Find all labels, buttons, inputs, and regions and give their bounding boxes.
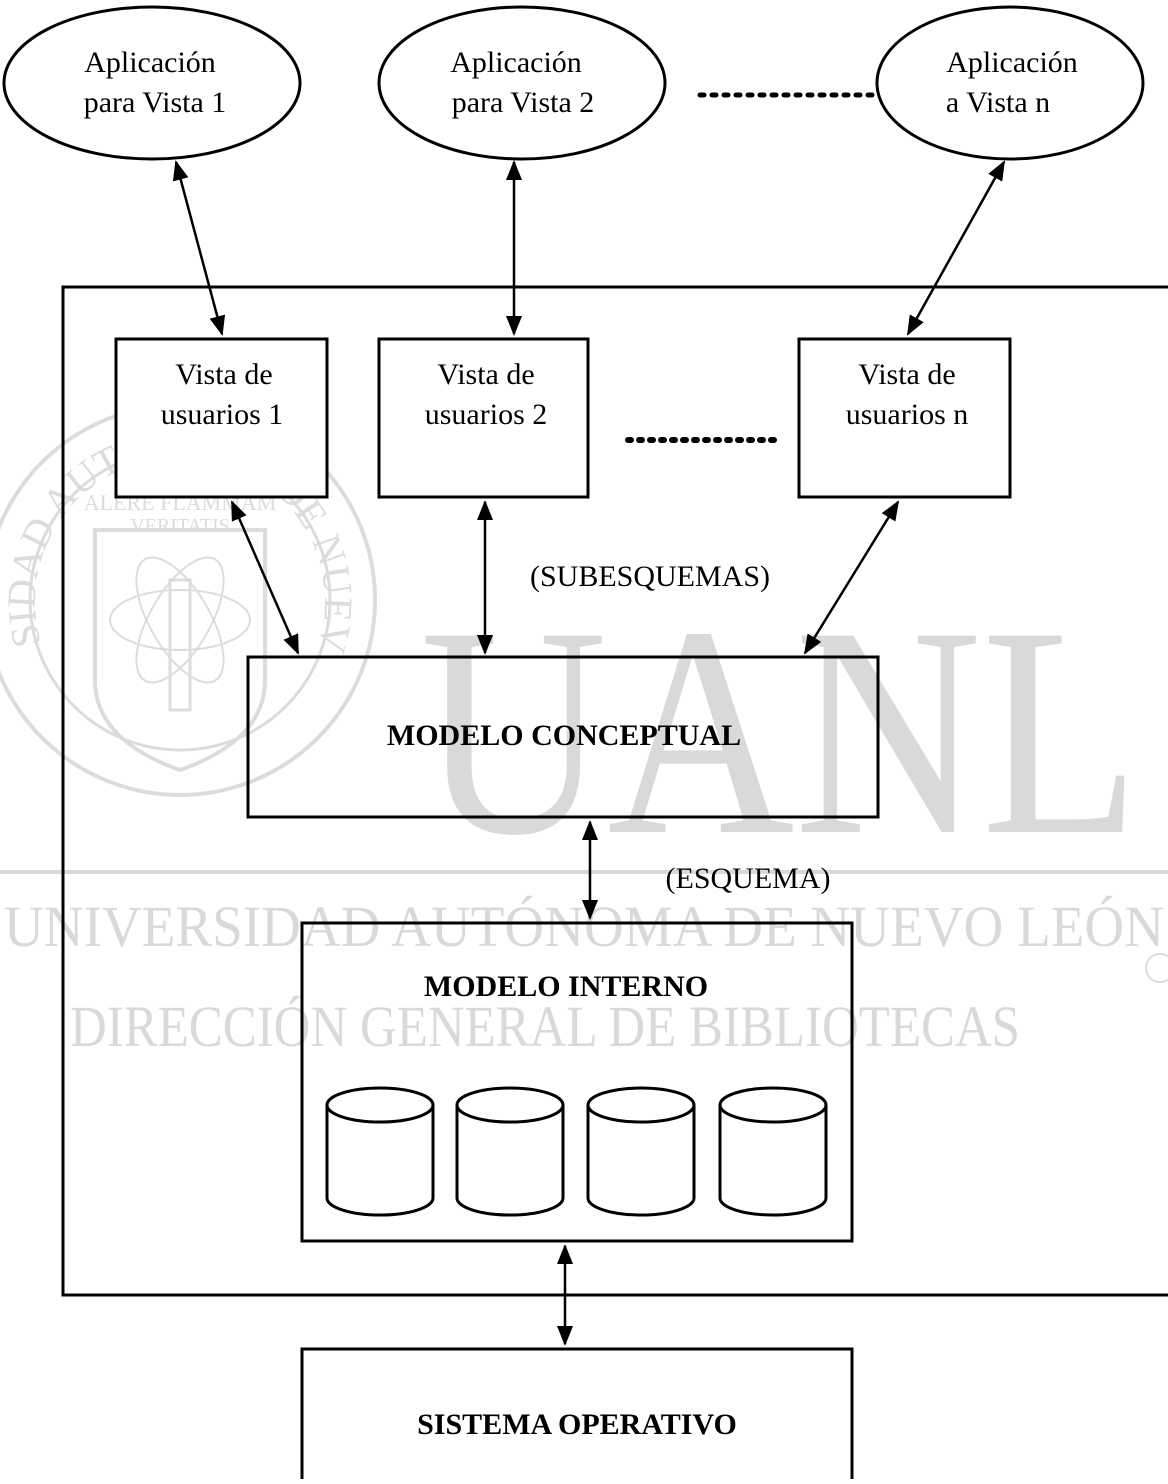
- arrow-view1-conceptual: [230, 500, 300, 655]
- arrow-viewn-conceptual: [803, 500, 900, 655]
- conceptual-model-box: MODELO CONCEPTUAL: [246, 655, 880, 819]
- registered-mark-icon: [1145, 953, 1168, 983]
- user-view-n-line2: usuarios n: [846, 398, 969, 431]
- seal-motto-2: VERITATIS: [130, 515, 230, 537]
- application-2-line2: para Vista 2: [452, 86, 595, 119]
- application-1-line2: para Vista 1: [84, 86, 227, 119]
- watermark-line-1: UNIVERSIDAD AUTÓNOMA DE NUEVO LEÓN: [4, 894, 1164, 959]
- application-1-line1: Aplicación: [84, 46, 216, 79]
- arrow-app1-view1: [172, 160, 226, 336]
- user-view-2-line1: Vista de: [437, 358, 534, 391]
- watermark-line-2: DIRECCIÓN GENERAL DE BIBLIOTECAS: [70, 994, 1020, 1059]
- application-n-line1: Aplicación: [946, 46, 1078, 79]
- application-1: Aplicación para Vista 1: [2, 5, 302, 161]
- user-view-n-line1: Vista de: [858, 358, 955, 391]
- user-view-n: Vista de usuarios n: [797, 337, 1012, 499]
- operating-system-box: SISTEMA OPERATIVO: [300, 1347, 854, 1479]
- user-view-2-line2: usuarios 2: [425, 398, 548, 431]
- database-cylinder-icon: [325, 1086, 435, 1217]
- internal-model-title: MODELO INTERNO: [424, 970, 708, 1003]
- conceptual-model-title: MODELO CONCEPTUAL: [387, 719, 741, 752]
- database-cylinder-icon: [455, 1086, 565, 1217]
- arrow-appn-viewn: [906, 160, 1006, 336]
- subesquemas-label: (SUBESQUEMAS): [530, 560, 770, 593]
- application-n-line2: a Vista n: [946, 86, 1050, 119]
- internal-model-box: MODELO INTERNO: [300, 921, 854, 1243]
- watermark-uanl: UANL: [420, 565, 1140, 897]
- application-2: Aplicación para Vista 2: [377, 5, 667, 161]
- database-cylinder-icon: [718, 1086, 828, 1217]
- database-system-boundary: [61, 285, 1168, 1297]
- esquema-label: (ESQUEMA): [666, 862, 831, 895]
- user-view-1-line1: Vista de: [175, 358, 272, 391]
- database-cylinder-icon: [586, 1086, 696, 1217]
- user-view-1: Vista de usuarios 1: [114, 337, 329, 499]
- user-view-1-line2: usuarios 1: [161, 398, 284, 431]
- application-n: Aplicación a Vista n: [875, 5, 1145, 161]
- user-view-2: Vista de usuarios 2: [377, 337, 590, 499]
- application-2-line1: Aplicación: [450, 46, 582, 79]
- operating-system-title: SISTEMA OPERATIVO: [417, 1408, 737, 1441]
